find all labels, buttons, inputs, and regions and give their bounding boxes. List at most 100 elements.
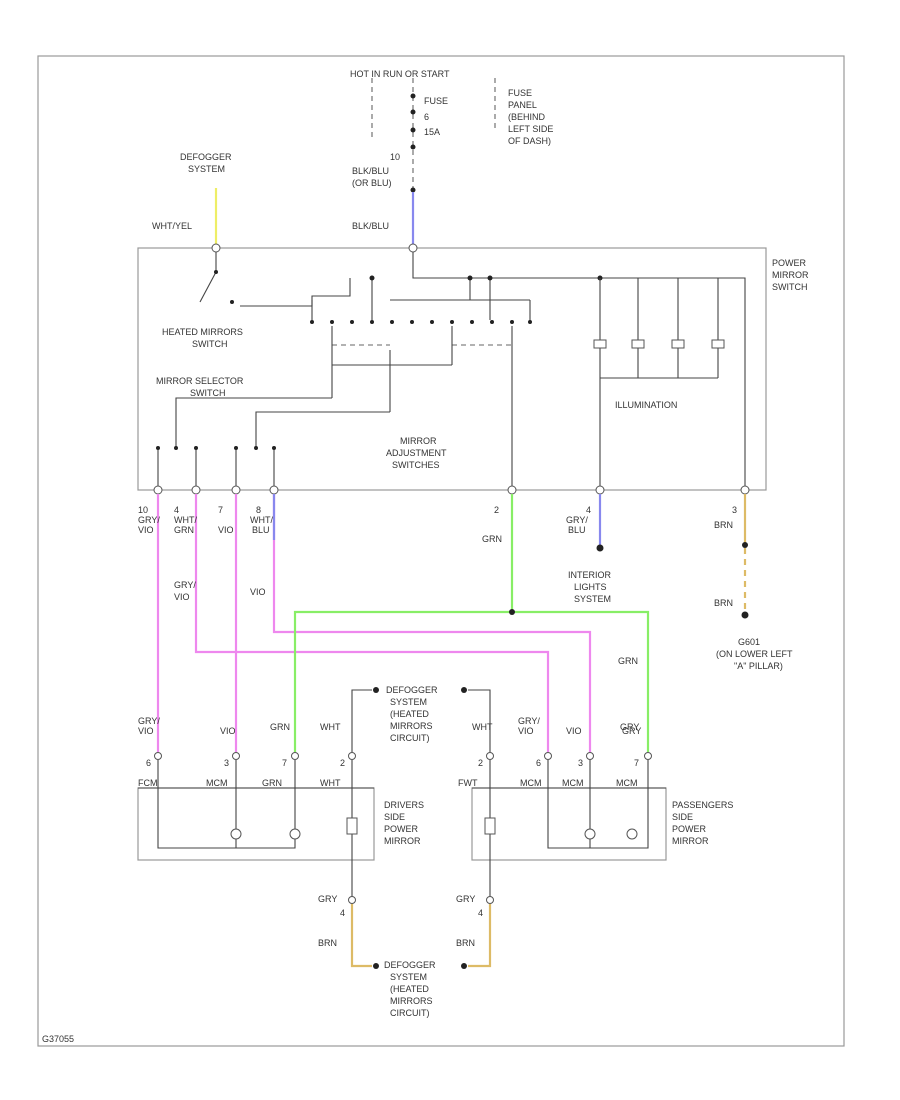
svg-text:VIO: VIO bbox=[566, 726, 582, 736]
svg-text:HEATED MIRRORS: HEATED MIRRORS bbox=[162, 327, 243, 337]
svg-text:SYSTEM: SYSTEM bbox=[390, 972, 427, 982]
brn-ground-label: BRN bbox=[714, 598, 733, 608]
svg-text:(BEHIND: (BEHIND bbox=[508, 112, 546, 122]
driver-mirror-wire-labels: GRY/ VIO VIO GRN WHT bbox=[138, 716, 341, 736]
svg-text:VIO: VIO bbox=[518, 726, 534, 736]
mirror-adjustment-label: MIRROR ADJUSTMENT SWITCHES bbox=[386, 436, 447, 470]
svg-text:LEFT SIDE: LEFT SIDE bbox=[508, 124, 553, 134]
svg-text:GRY/: GRY/ bbox=[518, 716, 540, 726]
svg-text:(HEATED: (HEATED bbox=[390, 984, 429, 994]
svg-text:CIRCUIT): CIRCUIT) bbox=[390, 733, 430, 743]
splice-dot-top bbox=[410, 187, 416, 193]
brn-bottom-left bbox=[350, 904, 372, 968]
interior-arrow bbox=[596, 544, 604, 552]
g601-label: G601 (ON LOWER LEFT "A" PILLAR) bbox=[716, 637, 793, 671]
svg-text:DRIVERS: DRIVERS bbox=[384, 800, 424, 810]
bus-dot-b bbox=[467, 275, 473, 281]
svg-text:POWER: POWER bbox=[672, 824, 707, 834]
svg-text:GRY: GRY bbox=[456, 894, 475, 904]
svg-text:SYSTEM: SYSTEM bbox=[188, 164, 225, 174]
svg-text:BRN: BRN bbox=[456, 938, 475, 948]
svg-text:4: 4 bbox=[586, 505, 591, 515]
passenger-mirror-wire-labels: WHT GRY/ VIO VIO GRY bbox=[472, 716, 641, 736]
svg-text:VIO: VIO bbox=[174, 592, 190, 602]
diagram-frame bbox=[37, 55, 845, 1047]
diagram-id: G37055 bbox=[42, 1034, 74, 1044]
svg-text:CIRCUIT): CIRCUIT) bbox=[390, 1008, 430, 1018]
bus-dot-a bbox=[369, 275, 375, 281]
svg-text:G601: G601 bbox=[738, 637, 760, 647]
svg-text:POWER: POWER bbox=[772, 258, 807, 268]
defog-left-feed bbox=[351, 689, 372, 752]
svg-text:SIDE: SIDE bbox=[672, 812, 693, 822]
svg-text:(OR BLU): (OR BLU) bbox=[352, 178, 392, 188]
illumination-label: ILLUMINATION bbox=[615, 400, 677, 410]
power-mirror-switch-box bbox=[137, 247, 767, 491]
svg-text:INTERIOR: INTERIOR bbox=[568, 570, 612, 580]
pin-label-7: 3 BRN bbox=[714, 505, 737, 530]
brn-splice bbox=[742, 542, 748, 548]
bus-dot-c bbox=[487, 275, 493, 281]
svg-text:3: 3 bbox=[224, 758, 229, 768]
svg-text:MIRRORS: MIRRORS bbox=[390, 721, 433, 731]
svg-text:GRY/: GRY/ bbox=[174, 580, 196, 590]
pin-label-6: 4 GRY/ BLU bbox=[566, 505, 591, 535]
defogger-center-label: DEFOGGER SYSTEM (HEATED MIRRORS CIRCUIT) bbox=[386, 685, 438, 743]
illum-lamps bbox=[593, 339, 725, 349]
wht-grn-wire bbox=[194, 494, 550, 752]
svg-text:MCM: MCM bbox=[206, 778, 228, 788]
hot-dot-2 bbox=[410, 109, 416, 115]
svg-text:DEFOGGER: DEFOGGER bbox=[180, 152, 232, 162]
svg-text:MIRROR: MIRROR bbox=[772, 270, 809, 280]
svg-text:POWER: POWER bbox=[384, 824, 419, 834]
svg-text:GRY: GRY bbox=[318, 894, 337, 904]
svg-text:BLU: BLU bbox=[568, 525, 586, 535]
blk-blu-label: BLK/BLU bbox=[352, 221, 389, 231]
svg-text:6: 6 bbox=[146, 758, 151, 768]
svg-text:BRN: BRN bbox=[714, 520, 733, 530]
svg-text:GRN: GRN bbox=[482, 534, 502, 544]
svg-text:VIO: VIO bbox=[138, 726, 154, 736]
svg-text:VIO: VIO bbox=[220, 726, 236, 736]
power-mirror-switch-label: POWER MIRROR SWITCH bbox=[772, 258, 809, 292]
bus-left-branch bbox=[311, 278, 351, 320]
svg-text:8: 8 bbox=[256, 505, 261, 515]
svg-text:4: 4 bbox=[478, 908, 483, 918]
svg-text:3: 3 bbox=[732, 505, 737, 515]
svg-text:15A: 15A bbox=[424, 127, 440, 137]
driver-heater bbox=[346, 817, 358, 835]
svg-text:MIRROR SELECTOR: MIRROR SELECTOR bbox=[156, 376, 244, 386]
passenger-bottom-conn bbox=[486, 896, 494, 904]
passenger-motor-return bbox=[547, 760, 649, 849]
connector-wht-yel bbox=[211, 243, 221, 253]
bottom-wire-labels: GRY 4 BRN GRY 4 BRN bbox=[318, 894, 483, 948]
svg-text:FUSE: FUSE bbox=[508, 88, 532, 98]
svg-text:PASSENGERS: PASSENGERS bbox=[672, 800, 733, 810]
connector-blk-blu bbox=[408, 243, 418, 253]
svg-text:7: 7 bbox=[634, 758, 639, 768]
passenger-heater bbox=[484, 817, 496, 835]
svg-text:2: 2 bbox=[340, 758, 345, 768]
driver-mirror-box bbox=[137, 787, 375, 861]
svg-text:FWT: FWT bbox=[458, 778, 478, 788]
svg-text:SYSTEM: SYSTEM bbox=[390, 697, 427, 707]
svg-text:BLK/BLU: BLK/BLU bbox=[352, 166, 389, 176]
brn-bottom-right bbox=[468, 904, 492, 968]
svg-text:10: 10 bbox=[138, 505, 148, 515]
svg-text:4: 4 bbox=[340, 908, 345, 918]
wht-yel-label: WHT/YEL bbox=[152, 221, 192, 231]
switch-bus-main bbox=[412, 252, 746, 486]
svg-text:3: 3 bbox=[578, 758, 583, 768]
driver-motor-return bbox=[157, 760, 296, 849]
ground-g601 bbox=[741, 611, 749, 619]
svg-text:GRN: GRN bbox=[262, 778, 282, 788]
svg-text:WHT: WHT bbox=[472, 722, 493, 732]
defogger-top-label: DEFOGGER SYSTEM bbox=[180, 152, 232, 174]
svg-text:MCM: MCM bbox=[562, 778, 584, 788]
hms-contact bbox=[230, 300, 234, 304]
gry-right-label: GRY bbox=[620, 722, 639, 732]
fuse-panel-label: FUSE PANEL (BEHIND LEFT SIDE OF DASH) bbox=[508, 88, 553, 146]
gry-vio-mid-label: GRY/ VIO bbox=[174, 580, 196, 602]
wht-blu-vio-wire bbox=[272, 494, 592, 752]
interior-lights-label: INTERIOR LIGHTS SYSTEM bbox=[568, 570, 612, 604]
